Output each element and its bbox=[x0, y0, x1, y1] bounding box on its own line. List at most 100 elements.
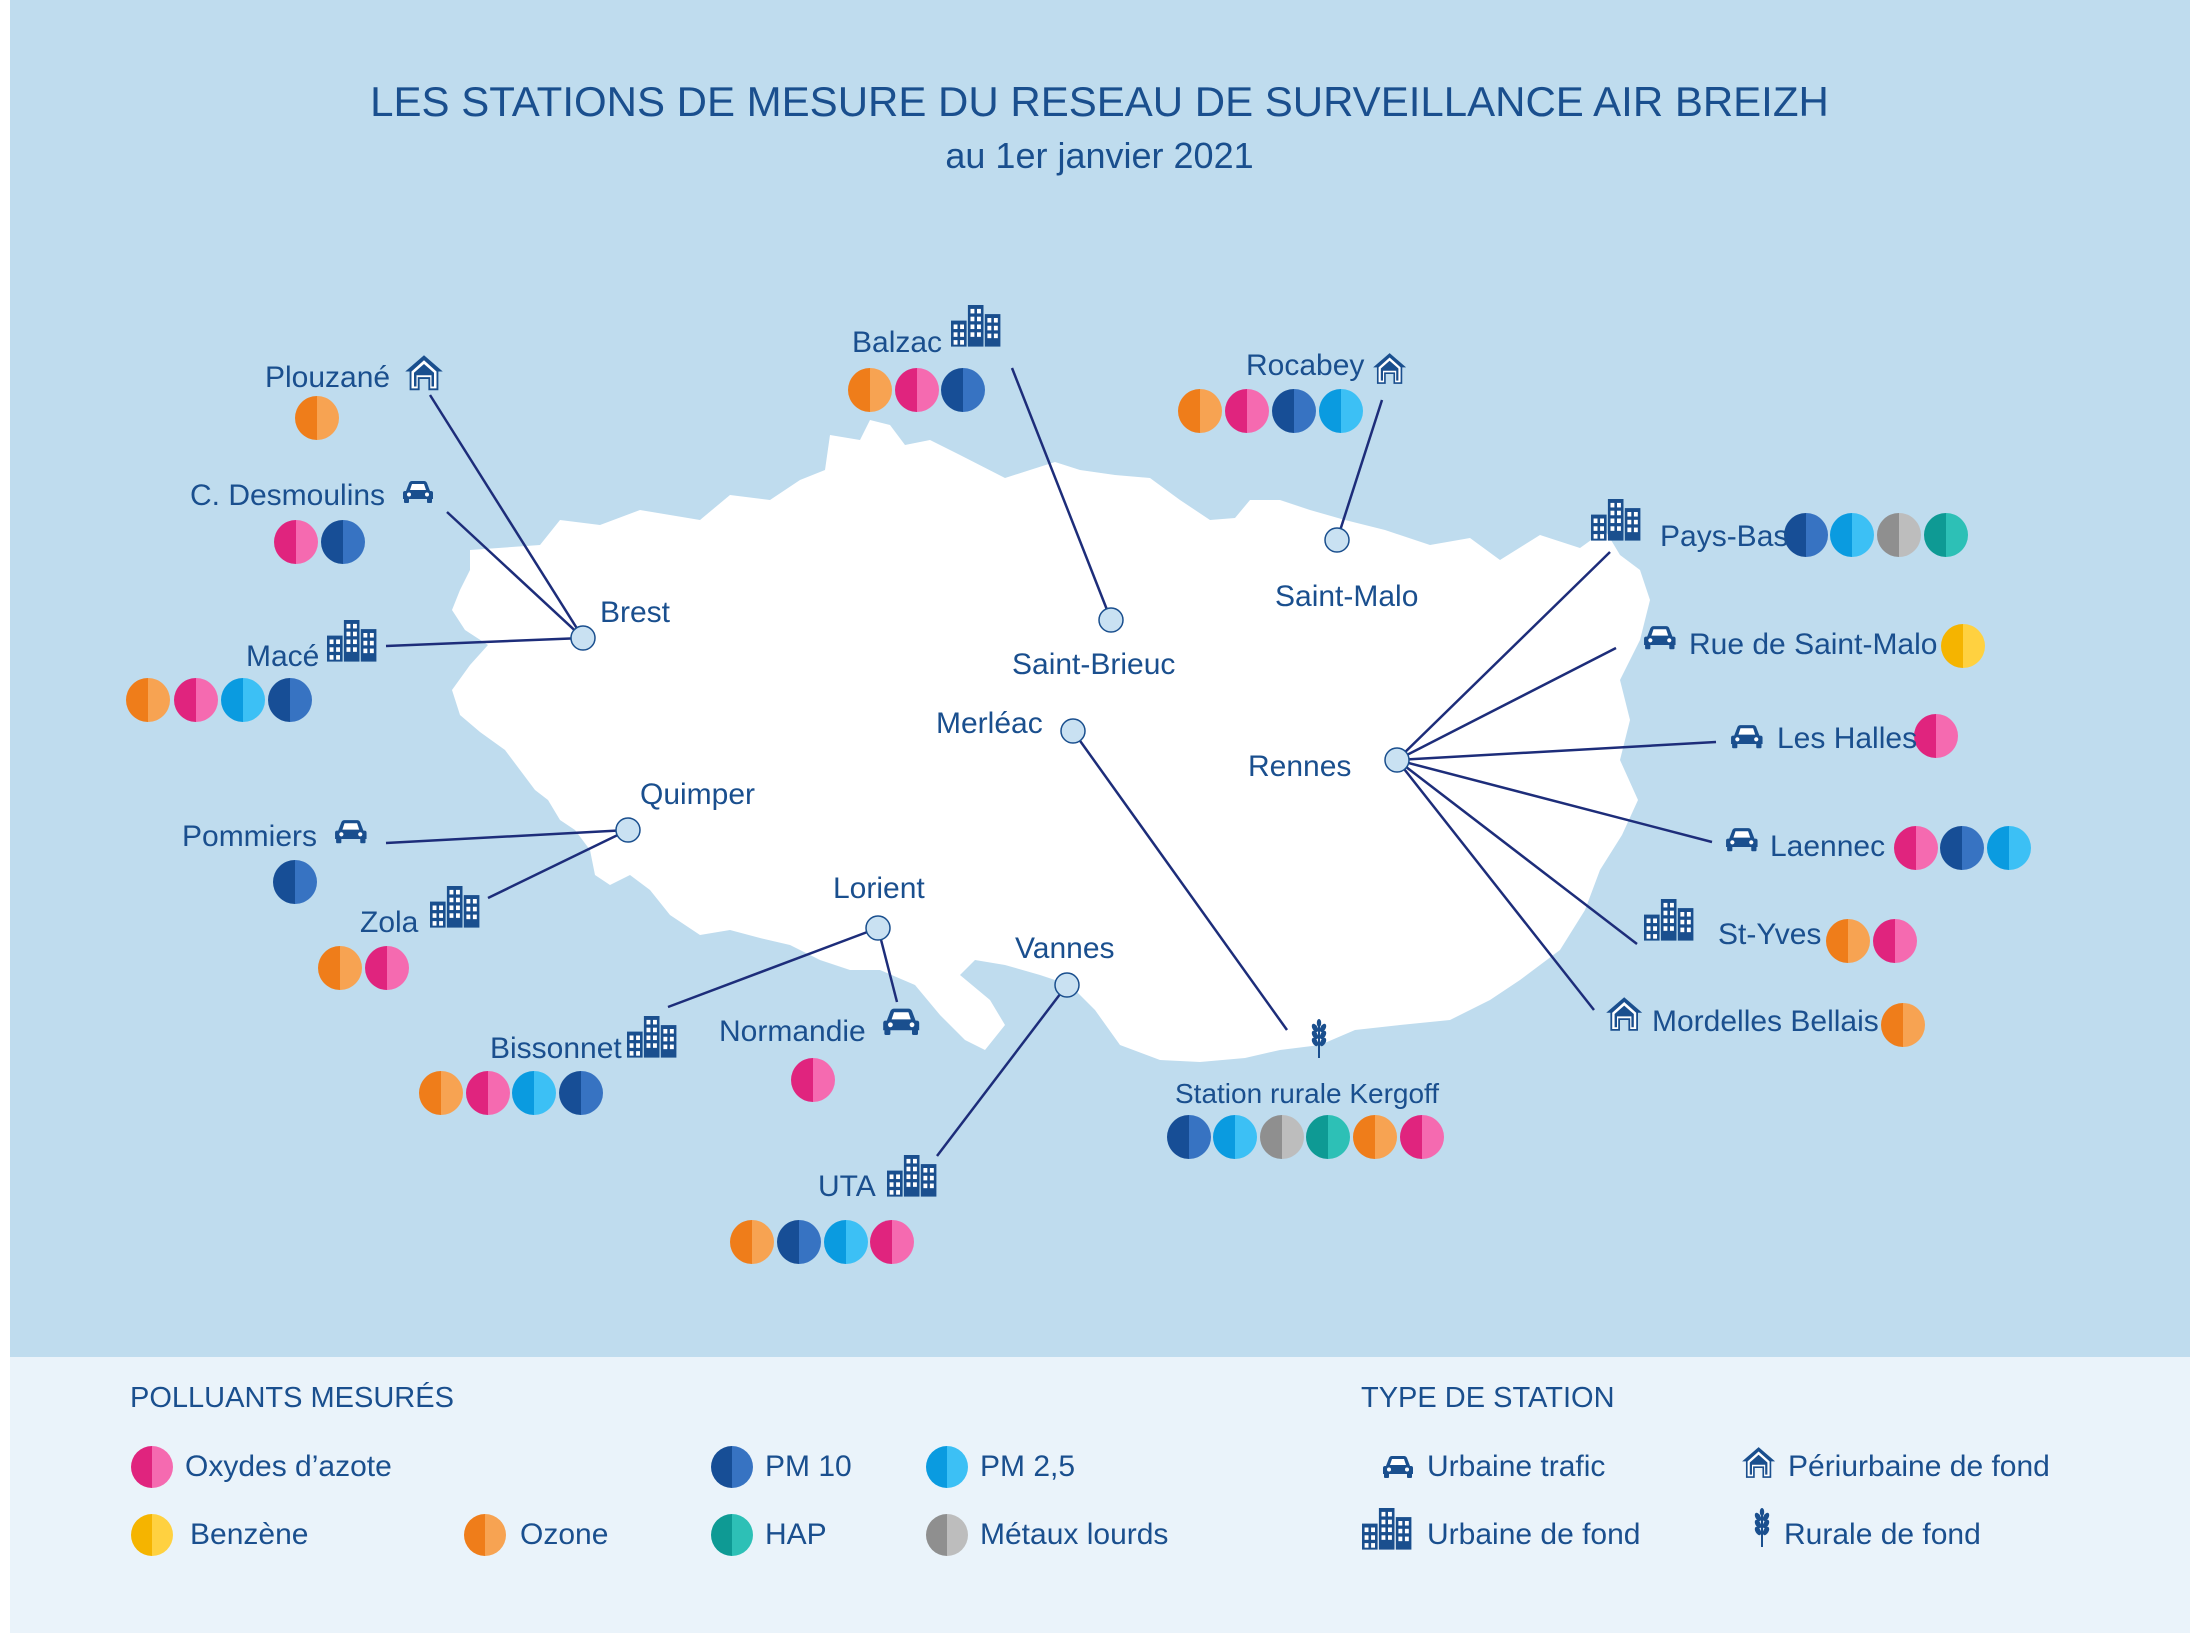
station-label-les-halles: Les Halles bbox=[1777, 722, 1918, 755]
legend-label-pm10: PM 10 bbox=[765, 1450, 852, 1483]
pollutant-dot-metaux bbox=[1260, 1115, 1304, 1159]
pollutant-dot-pm25 bbox=[1213, 1115, 1257, 1159]
city-label-lorient: Lorient bbox=[833, 872, 925, 905]
legend-dot-ozone bbox=[464, 1514, 506, 1556]
city-marker-rennes bbox=[1384, 747, 1410, 773]
pollutant-dot-pm10 bbox=[268, 678, 312, 722]
legend-panel bbox=[10, 1357, 2190, 1633]
house-icon bbox=[1742, 1447, 1776, 1478]
connector-line-pommiers bbox=[385, 828, 629, 845]
legend-dot-pm25 bbox=[926, 1446, 968, 1488]
pollutant-dot-ozone bbox=[318, 946, 362, 990]
pollutant-dot-pm10 bbox=[321, 520, 365, 564]
connector-line-mordelles-bellais bbox=[1396, 759, 1595, 1011]
city-marker-lorient bbox=[865, 915, 891, 941]
pollutant-dot-pm10 bbox=[1940, 826, 1984, 870]
station-label-mace: Macé bbox=[246, 640, 320, 673]
pollutant-dot-pm10 bbox=[1272, 389, 1316, 433]
pollutant-dot-pm10 bbox=[941, 368, 985, 412]
station-label-laennec: Laennec bbox=[1770, 830, 1886, 863]
pollutant-dot-ozone bbox=[419, 1071, 463, 1115]
connector-line-mace bbox=[385, 636, 584, 648]
brittany-landmass bbox=[452, 420, 1650, 1062]
buildings-icon bbox=[887, 1155, 937, 1197]
buildings-icon bbox=[1362, 1508, 1412, 1550]
pollutant-dot-hap bbox=[1924, 513, 1968, 557]
city-label-merleac: Merléac bbox=[936, 707, 1043, 740]
pollutant-dot-hap bbox=[1306, 1115, 1350, 1159]
station-label-pays-bas: Pays-Bas bbox=[1660, 520, 1789, 553]
page-subtitle: au 1er janvier 2021 bbox=[945, 135, 1254, 176]
legend-dot-hap bbox=[711, 1514, 753, 1556]
city-label-quimper: Quimper bbox=[640, 778, 756, 811]
pollutant-dot-nox bbox=[274, 520, 318, 564]
city-marker-saint-malo bbox=[1324, 527, 1350, 553]
house-icon bbox=[405, 355, 443, 391]
station-label-rue-saint-malo: Rue de Saint-Malo bbox=[1689, 628, 1938, 661]
pollutant-dot-ozone bbox=[1881, 1003, 1925, 1047]
station-label-pommiers: Pommiers bbox=[182, 820, 318, 853]
city-marker-brest bbox=[570, 625, 596, 651]
page-title: LES STATIONS DE MESURE DU RESEAU DE SURV… bbox=[370, 78, 1829, 125]
pollutant-dot-nox bbox=[1894, 826, 1938, 870]
buildings-icon bbox=[1644, 899, 1694, 941]
pollutant-dot-pm25 bbox=[824, 1220, 868, 1264]
connector-line-balzac bbox=[1010, 367, 1113, 621]
legend-pollutants-title: POLLUANTS MESURÉS bbox=[130, 1382, 454, 1414]
station-label-balzac: Balzac bbox=[852, 326, 943, 359]
connector-line-zola bbox=[487, 828, 629, 900]
car-icon bbox=[335, 820, 367, 844]
pollutant-dot-pm25 bbox=[1987, 826, 2031, 870]
connector-line-station-rurale-kergoff bbox=[1071, 730, 1289, 1031]
pollutant-dot-nox bbox=[365, 946, 409, 990]
connector-line-plouzane bbox=[428, 394, 585, 639]
buildings-icon bbox=[327, 620, 377, 662]
crozon-peninsula bbox=[500, 660, 620, 705]
city-label-brest: Brest bbox=[600, 596, 671, 629]
connector-line-les-halles bbox=[1396, 740, 1717, 762]
pollutant-dot-ozone bbox=[295, 396, 339, 440]
pollutant-dot-nox bbox=[870, 1220, 914, 1264]
pollutant-dot-ozone bbox=[1178, 389, 1222, 433]
pollutant-dot-nox bbox=[466, 1071, 510, 1115]
pollutant-dot-nox bbox=[1225, 389, 1269, 433]
city-marker-vannes bbox=[1054, 972, 1080, 998]
pollutant-dot-nox bbox=[1400, 1115, 1444, 1159]
station-label-rocabey: Rocabey bbox=[1246, 349, 1365, 382]
city-marker-merleac bbox=[1060, 718, 1086, 744]
pollutant-dot-pm25 bbox=[221, 678, 265, 722]
legend-dot-pm10 bbox=[711, 1446, 753, 1488]
legend-station-type-title: TYPE DE STATION bbox=[1361, 1382, 1615, 1414]
legend-dot-benzene bbox=[131, 1514, 173, 1556]
legend-label-benzene: Benzène bbox=[190, 1518, 309, 1551]
buildings-icon bbox=[430, 886, 480, 928]
station-label-zola: Zola bbox=[360, 906, 419, 939]
legend-label-pm25: PM 2,5 bbox=[980, 1450, 1076, 1483]
station-label-desmoulins: C. Desmoulins bbox=[190, 479, 386, 512]
pollutant-dot-pm10 bbox=[273, 860, 317, 904]
car-icon bbox=[1726, 828, 1758, 852]
car-icon bbox=[1644, 626, 1676, 650]
legend-label-ozone: Ozone bbox=[520, 1518, 609, 1551]
connector-line-st-yves bbox=[1396, 759, 1638, 945]
pollutant-dot-ozone bbox=[1826, 919, 1870, 963]
legend-dot-metaux bbox=[926, 1514, 968, 1556]
car-icon bbox=[403, 481, 433, 503]
wheat-icon bbox=[1754, 1508, 1770, 1547]
car-icon bbox=[883, 1008, 920, 1035]
pollutant-dot-pm25 bbox=[1319, 389, 1363, 433]
pollutant-dot-pm25 bbox=[1830, 513, 1874, 557]
city-label-vannes: Vannes bbox=[1015, 932, 1115, 965]
legend-label-metaux: Métaux lourds bbox=[980, 1518, 1169, 1551]
pollutant-dot-pm25 bbox=[512, 1071, 556, 1115]
wheat-icon bbox=[1311, 1019, 1327, 1058]
city-label-saint-malo: Saint-Malo bbox=[1275, 580, 1419, 613]
pollutant-dot-ozone bbox=[730, 1220, 774, 1264]
car-icon bbox=[1731, 725, 1763, 749]
city-label-rennes: Rennes bbox=[1248, 750, 1352, 783]
pollutant-dot-nox bbox=[1873, 919, 1917, 963]
pollutant-dot-nox bbox=[174, 678, 218, 722]
car-icon bbox=[1383, 1456, 1413, 1478]
